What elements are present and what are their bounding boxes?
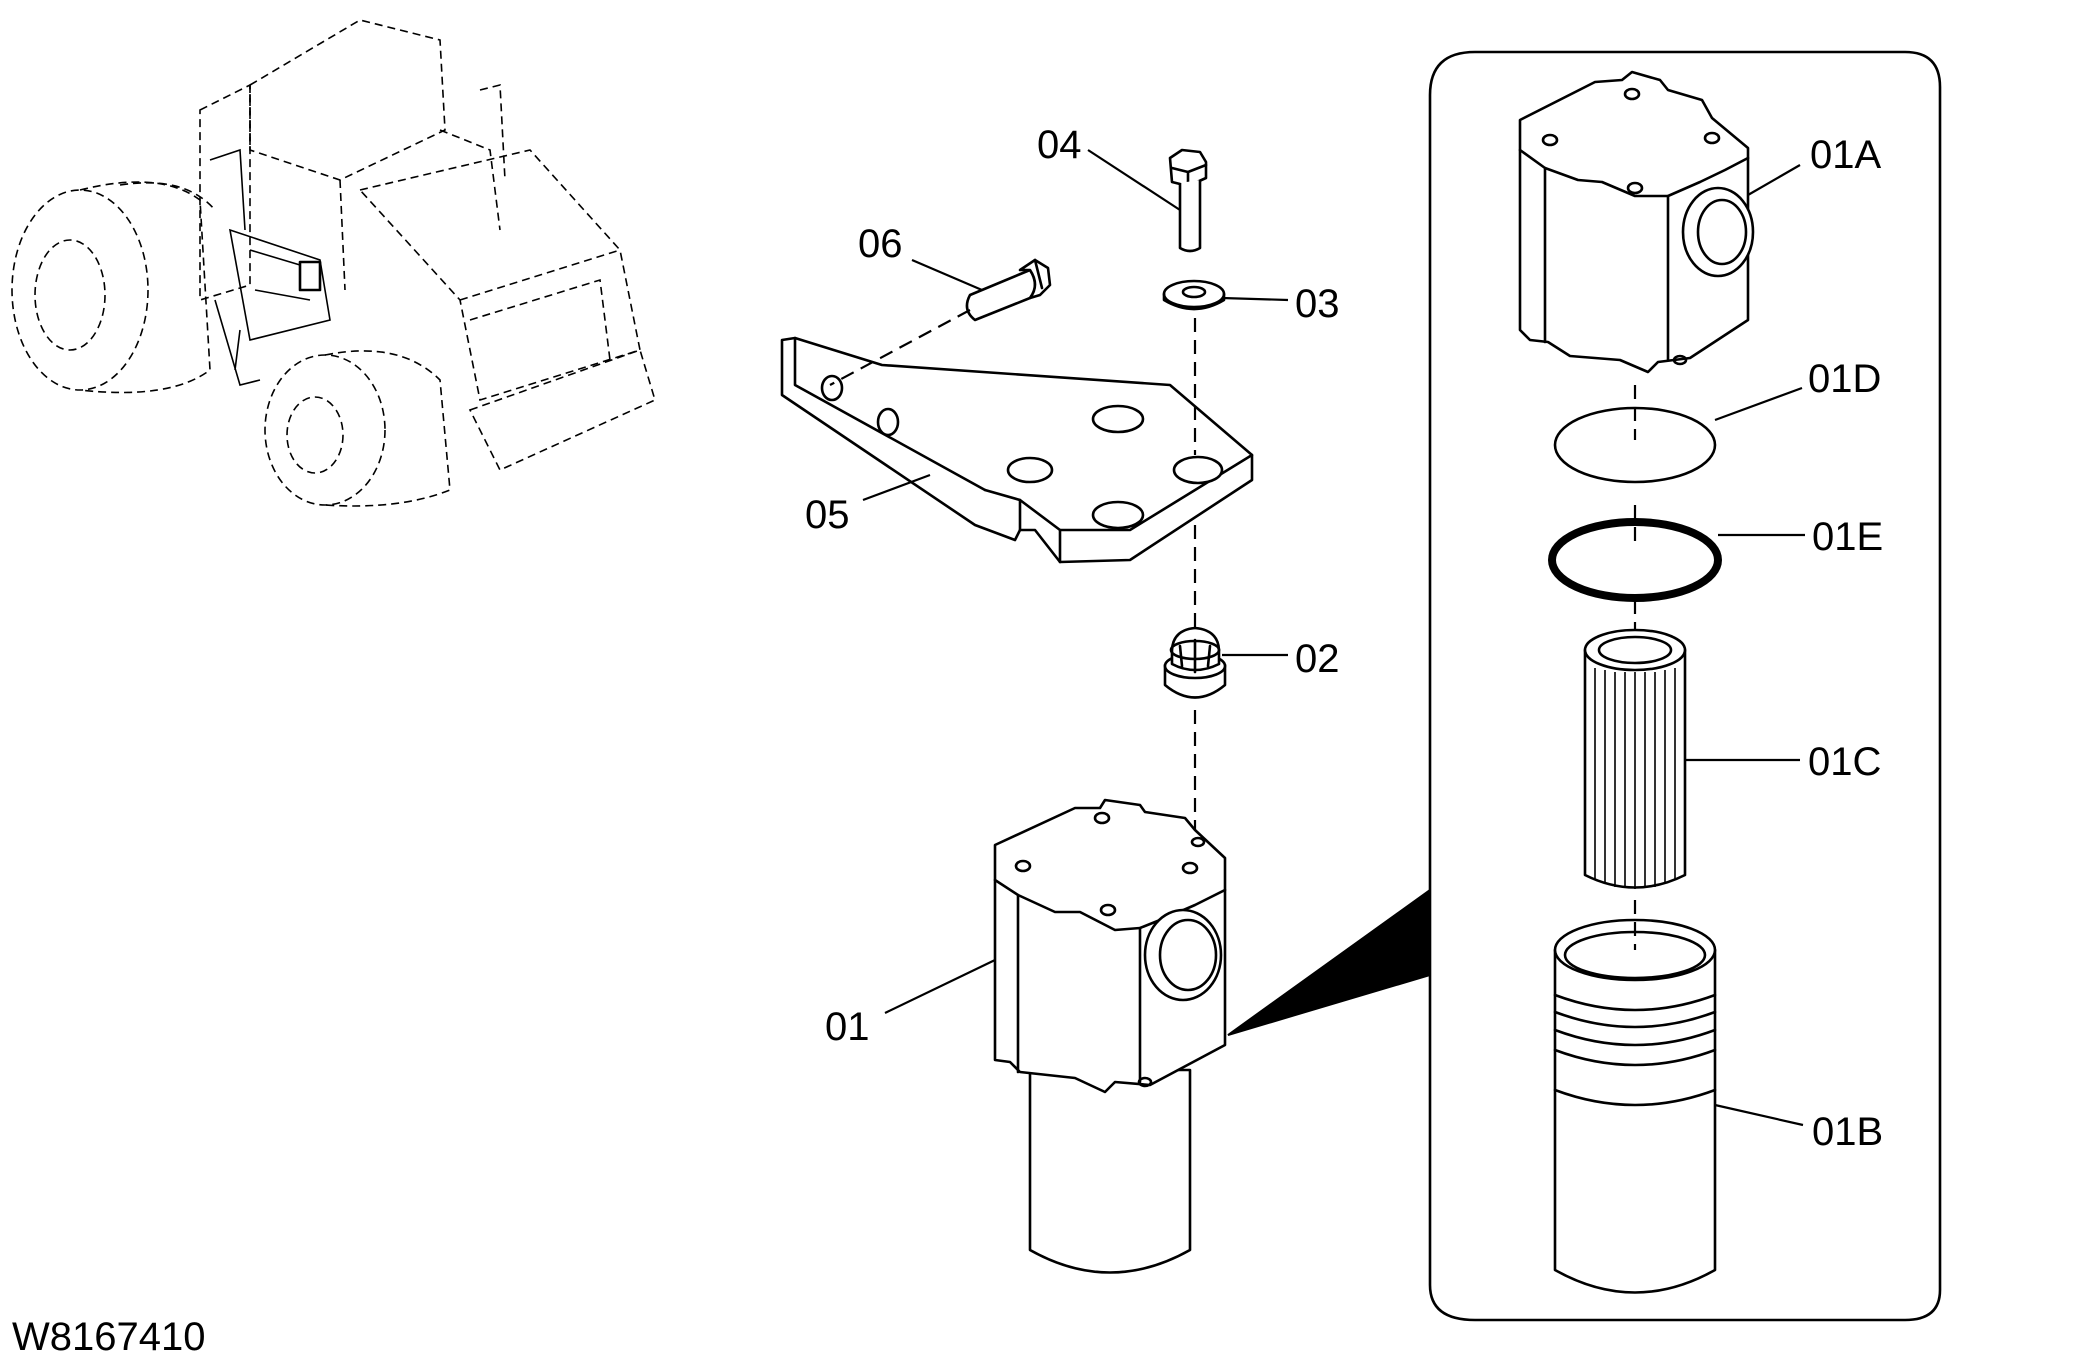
callout-01C: 01C [1808, 740, 1881, 784]
leader-lines [862, 149, 1805, 1127]
callout-04: 04 [1037, 123, 1082, 167]
callout-01: 01 [825, 1005, 870, 1049]
filter-head-01A-illustration [1518, 70, 1755, 374]
callout-01D: 01D [1808, 357, 1881, 401]
callout-01B: 01B [1812, 1110, 1883, 1154]
callout-06: 06 [858, 222, 903, 266]
o-ring-01E-illustration [1548, 518, 1722, 602]
callout-05: 05 [805, 493, 850, 537]
drawing-id: W8167410 [12, 1315, 205, 1359]
washer-03-illustration [1162, 279, 1226, 311]
detail-view-frame [1227, 50, 1942, 1322]
filter-bowl-01B-illustration [1553, 918, 1717, 1294]
callout-02: 02 [1295, 637, 1340, 681]
valve-02-illustration [1163, 626, 1227, 699]
callout-01A: 01A [1810, 133, 1881, 177]
filter-assembly-01-illustration [993, 798, 1227, 1274]
bolt-04-illustration [1168, 148, 1208, 253]
callout-03: 03 [1295, 282, 1340, 326]
filter-element-01C-illustration [1583, 628, 1687, 889]
bracket-05-illustration [780, 336, 1254, 564]
callout-01E: 01E [1812, 515, 1883, 559]
machine-overview-illustration [11, 19, 656, 507]
bolt-06-illustration [965, 258, 1052, 322]
